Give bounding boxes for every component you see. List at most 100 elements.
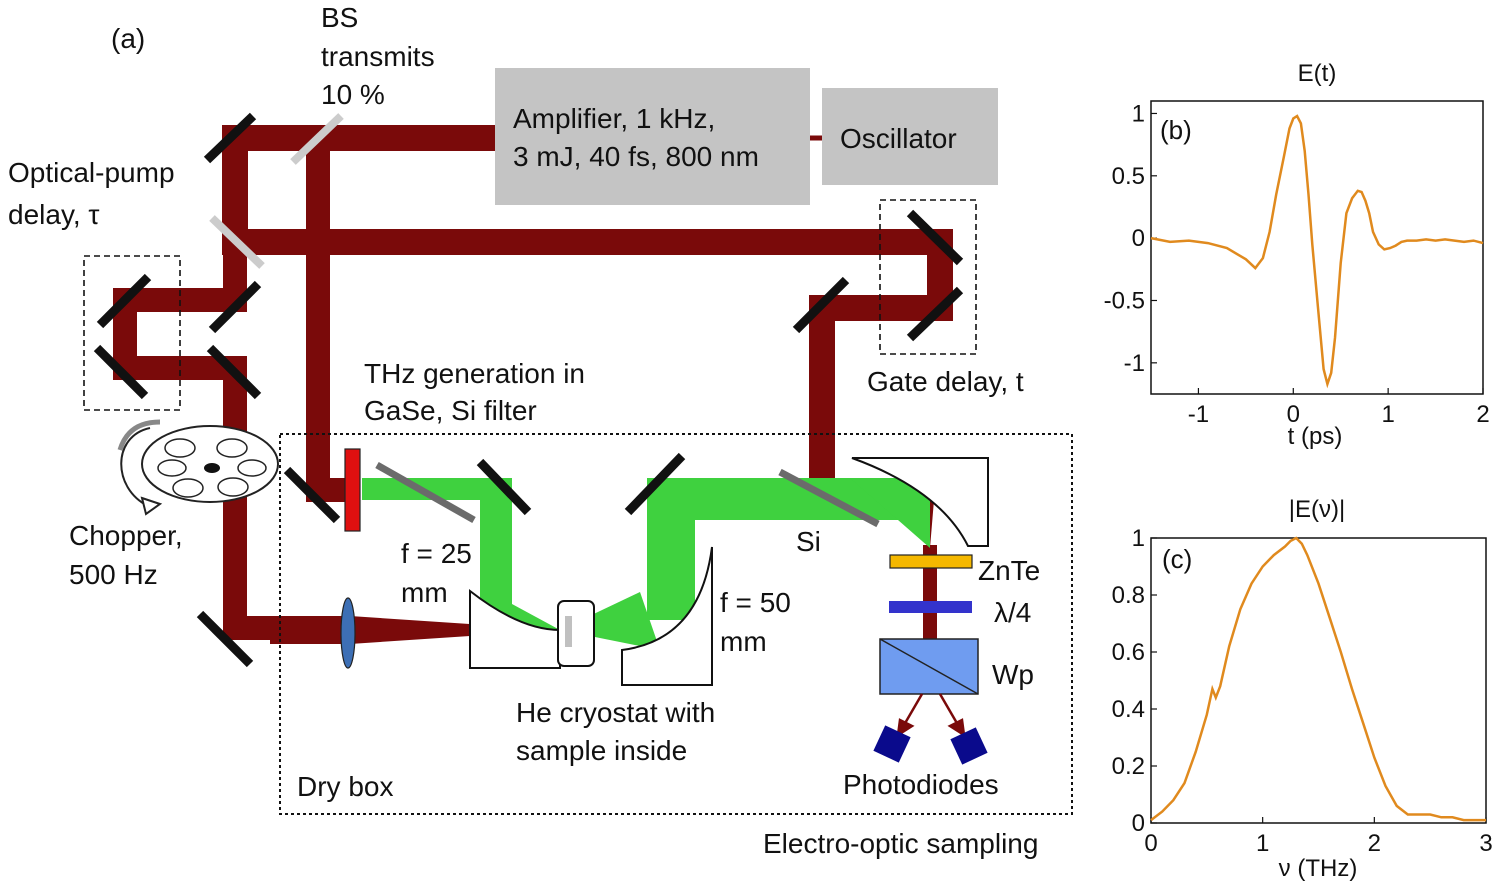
bs-label-line3: 10 % (321, 79, 385, 110)
chart-et-panel-label: (b) (1160, 115, 1192, 145)
photodiodes-label: Photodiodes (843, 769, 999, 800)
chart-spectrum-title: |E(ν)| (1289, 496, 1345, 523)
mirror-bottom-left (196, 610, 254, 668)
mirror-delay-2 (208, 280, 262, 334)
f50-label-line2: mm (720, 626, 767, 657)
chart-et-xtick-label: 0 (1287, 401, 1300, 428)
mirror-thz-1 (476, 458, 532, 516)
ir-beam-thz-pump (306, 138, 355, 502)
photodiode-beam-right (938, 693, 960, 726)
bs-label-line1: BS (321, 2, 358, 33)
chopper-slot-3 (157, 459, 187, 477)
chart-et-xtick-label: 1 (1381, 401, 1394, 428)
chopper-arrow-head-icon (140, 496, 163, 516)
chart-spectrum-panel-label: (c) (1162, 544, 1192, 574)
cryostat (557, 600, 595, 667)
chart-et-xtick-label: 2 (1476, 401, 1489, 428)
thz-beam-5 (850, 478, 930, 548)
chopper (117, 419, 279, 516)
diagram-labels: (a) BS transmits 10 % Optical-pump delay… (8, 2, 1040, 859)
thz-beam-1 (362, 478, 512, 604)
chart-spectrum-xtick-label: 3 (1479, 830, 1492, 857)
amplifier-label-line1: Amplifier, 1 kHz, (513, 103, 715, 134)
chart-spectrum-ytick-label: 0.2 (1112, 753, 1145, 780)
chart-spectrum-xtick-label: 1 (1256, 830, 1269, 857)
chart-spectrum-ytick-label: 0.4 (1112, 696, 1145, 723)
arrow-right-icon (947, 718, 966, 738)
eos-label: Electro-optic sampling (763, 828, 1038, 859)
chart-spectrum-xtick-label: 0 (1144, 830, 1157, 857)
chopper-label-line1: Chopper, (69, 520, 183, 551)
dry-box (279, 433, 1073, 815)
chopper-slot-4 (237, 459, 267, 477)
panel-label-a: (a) (111, 23, 145, 54)
chart-spectrum-ytick-label: 0.8 (1112, 582, 1145, 609)
photodiode-right (950, 727, 988, 765)
mirror-delay-3 (93, 344, 149, 400)
ir-beam-pump-delay (113, 242, 270, 640)
gate-delay-box (879, 199, 977, 355)
chart-spectrum-frame (1150, 537, 1487, 824)
thz-generation-label-line1: THz generation in (364, 358, 585, 389)
chart-spectrum-xtick-label: 2 (1368, 830, 1381, 857)
chopper-rotation-arrow-top-icon (117, 419, 161, 451)
pump-delay-label-line1: Optical-pump (8, 157, 175, 188)
chopper-rotation-arrow-icon (120, 427, 151, 507)
thz-generation-label-line2: GaSe, Si filter (364, 395, 537, 426)
photodiode-beams (896, 693, 966, 738)
cryostat-label-line1: He cryostat with (516, 697, 715, 728)
chopper-slot-2 (216, 438, 248, 458)
si-beamsplitter (778, 468, 880, 528)
parabolic-mirror-f25 (469, 588, 561, 669)
f25-label-line2: mm (401, 577, 448, 608)
parabolic-mirror-f50 (621, 546, 713, 686)
chopper-slot-6 (217, 477, 249, 497)
mirror-gate-2 (906, 286, 964, 342)
arrow-left-icon (896, 718, 915, 738)
beam-splitter-top (290, 113, 344, 165)
chart-et-line (1150, 114, 1484, 389)
mirror-thz-2 (624, 452, 686, 516)
chart-spectrum-ytick-label: 1 (1132, 525, 1145, 552)
mirror-gate-3 (792, 276, 850, 334)
oscillator-label: Oscillator (840, 123, 957, 154)
chart-spectrum-ytick-label: 0.6 (1112, 639, 1145, 666)
photodiode-left (873, 725, 911, 763)
quarter-waveplate-label: λ/4 (994, 597, 1031, 628)
chart-spectrum-xlabel: ν (THz) (1279, 855, 1358, 882)
oscillator-box (822, 88, 998, 185)
amplifier-label-line2: 3 mJ, 40 fs, 800 nm (513, 141, 759, 172)
chart-et-ytick-label: 0 (1132, 225, 1145, 252)
mirror-delay-1 (96, 273, 152, 329)
chopper-slot-1 (164, 438, 196, 458)
chart-et-ytick-label: -0.5 (1104, 287, 1145, 314)
chart-et-ytick-label: 0.5 (1112, 163, 1145, 190)
gase-crystal (344, 448, 361, 532)
wollaston-label: Wp (992, 659, 1034, 690)
chart-et-title: E(t) (1298, 60, 1337, 87)
cryostat-label-line2: sample inside (516, 735, 687, 766)
chart-et-xlabel: t (ps) (1288, 423, 1343, 450)
sample (565, 616, 572, 647)
chopper-hub (204, 463, 220, 473)
quarter-waveplate (889, 601, 972, 613)
chopper-slot-5 (172, 478, 204, 498)
photodiode-beam-left (902, 693, 924, 726)
gate-delay-label: Gate delay, t (867, 366, 1024, 397)
znte-crystal (889, 554, 973, 569)
chart-et-xtick-label: -1 (1188, 401, 1209, 428)
mirror-gase (283, 466, 341, 524)
mirror-top-left (203, 112, 257, 164)
chart-et-frame (1150, 100, 1484, 395)
amplifier-box (495, 68, 810, 205)
wollaston-prism (879, 638, 979, 695)
chart-et-ytick-label: 1 (1132, 100, 1145, 127)
bs-label-line2: transmits (321, 41, 435, 72)
f50-label-line1: f = 50 (720, 587, 791, 618)
focusing-lens (340, 597, 356, 669)
mirror-delay-4 (206, 344, 262, 400)
